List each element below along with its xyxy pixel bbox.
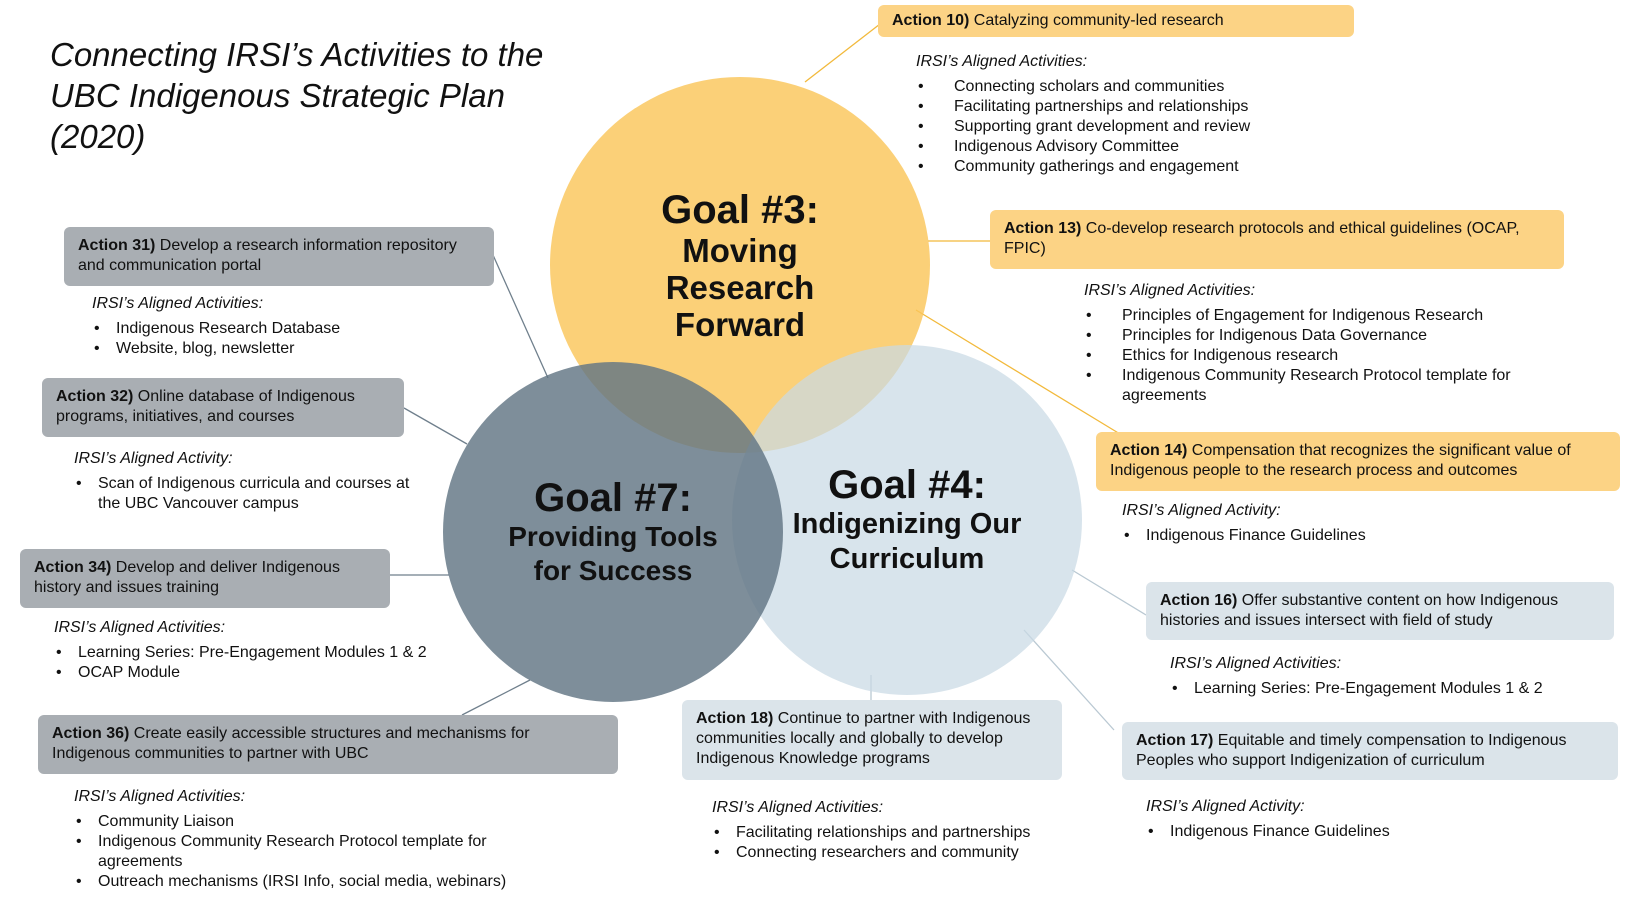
connector-action-31 xyxy=(492,254,549,379)
list-item: Connecting researchers and community xyxy=(712,843,1092,863)
action-17-box: Action 17) Equitable and timely compensa… xyxy=(1122,722,1618,780)
list-item: Indigenous Research Database xyxy=(92,319,472,339)
action-34-heading: IRSI’s Aligned Activities: xyxy=(54,619,226,636)
action-32-label: Action 32) xyxy=(56,388,134,405)
action-34-activities: IRSI’s Aligned Activities: Learning Seri… xyxy=(54,618,474,683)
action-14-box: Action 14) Compensation that recognizes … xyxy=(1096,432,1620,491)
action-14-activities: IRSI’s Aligned Activity: Indigenous Fina… xyxy=(1122,501,1542,546)
connector-action-17 xyxy=(1023,629,1115,731)
action-16-activities: IRSI’s Aligned Activities: Learning Seri… xyxy=(1170,654,1610,699)
action-36-box: Action 36) Create easily accessible stru… xyxy=(38,715,618,774)
action-18-activities: IRSI’s Aligned Activities: Facilitating … xyxy=(712,798,1092,863)
list-item: Indigenous Community Research Protocol t… xyxy=(74,832,544,872)
action-31-label: Action 31) xyxy=(78,237,156,254)
action-32-heading: IRSI’s Aligned Activity: xyxy=(74,450,233,467)
connector-action-10 xyxy=(804,23,881,83)
goal-7-circle: Goal #7: Providing Tools for Success xyxy=(443,362,783,702)
action-31-heading: IRSI’s Aligned Activities: xyxy=(92,295,264,312)
action-16-box: Action 16) Offer substantive content on … xyxy=(1146,582,1614,640)
action-13-activities: IRSI’s Aligned Activities: Principles of… xyxy=(1084,281,1564,406)
action-10-box: Action 10) Catalyzing community-led rese… xyxy=(878,5,1354,37)
action-17-text: Equitable and timely compensation to Ind… xyxy=(1136,732,1567,769)
action-10-heading: IRSI’s Aligned Activities: xyxy=(916,53,1088,70)
goal-7-name: Providing Tools for Success xyxy=(508,521,718,586)
goal-3-name: Moving Research Forward xyxy=(665,231,815,343)
goal-7-number: Goal #7: xyxy=(534,476,692,520)
action-13-text: Co-develop research protocols and ethica… xyxy=(1004,220,1520,257)
list-item: Indigenous Finance Guidelines xyxy=(1146,822,1566,842)
diagram-title: Connecting IRSI’s Activities to the UBC … xyxy=(50,36,544,155)
connector-action-36 xyxy=(461,679,531,716)
action-10-label: Action 10) xyxy=(892,12,970,29)
action-32-activities: IRSI’s Aligned Activity: Scan of Indigen… xyxy=(74,449,434,514)
list-item: Connecting scholars and communities xyxy=(916,77,1336,97)
action-32-text: Online database of Indigenous programs, … xyxy=(56,388,355,425)
list-item: Community Liaison xyxy=(74,812,544,832)
list-item: Scan of Indigenous curricula and courses… xyxy=(74,474,434,514)
action-36-text: Create easily accessible structures and … xyxy=(52,725,530,762)
list-item: Indigenous Finance Guidelines xyxy=(1122,526,1542,546)
action-36-heading: IRSI’s Aligned Activities: xyxy=(74,788,246,805)
action-18-text: Continue to partner with Indigenous comm… xyxy=(696,710,1031,767)
action-18-heading: IRSI’s Aligned Activities: xyxy=(712,799,884,816)
list-item: Ethics for Indigenous research xyxy=(1084,346,1564,366)
action-14-heading: IRSI’s Aligned Activity: xyxy=(1122,502,1281,519)
action-17-activities: IRSI’s Aligned Activity: Indigenous Fina… xyxy=(1146,797,1566,842)
list-item: Indigenous Community Research Protocol t… xyxy=(1084,366,1564,406)
list-item: Supporting grant development and review xyxy=(916,117,1336,137)
action-18-box: Action 18) Continue to partner with Indi… xyxy=(682,700,1062,780)
list-item: Principles of Engagement for Indigenous … xyxy=(1084,306,1564,326)
connector-action-14 xyxy=(915,309,1121,435)
goal-4-number: Goal #4: xyxy=(828,463,986,507)
action-13-box: Action 13) Co-develop research protocols… xyxy=(990,210,1564,269)
action-31-activities: IRSI’s Aligned Activities: Indigenous Re… xyxy=(92,294,472,359)
action-34-text: Develop and deliver Indigenous history a… xyxy=(34,559,340,596)
action-14-label: Action 14) xyxy=(1110,442,1188,459)
action-16-heading: IRSI’s Aligned Activities: xyxy=(1170,655,1342,672)
list-item: Facilitating partnerships and relationsh… xyxy=(916,97,1336,117)
action-14-text: Compensation that recognizes the signifi… xyxy=(1110,442,1571,479)
action-31-text: Develop a research information repositor… xyxy=(78,237,457,274)
list-item: Learning Series: Pre-Engagement Modules … xyxy=(1170,679,1610,699)
action-17-heading: IRSI’s Aligned Activity: xyxy=(1146,798,1305,815)
action-34-label: Action 34) xyxy=(34,559,112,576)
connector-action-16 xyxy=(1071,569,1147,616)
action-16-label: Action 16) xyxy=(1160,592,1238,609)
action-36-label: Action 36) xyxy=(52,725,130,742)
list-item: Outreach mechanisms (IRSI Info, social m… xyxy=(74,872,544,892)
goal-4-name: Indigenizing Our Curriculum xyxy=(792,508,1022,575)
list-item: Website, blog, newsletter xyxy=(92,339,472,359)
action-17-label: Action 17) xyxy=(1136,732,1214,749)
list-item: Principles for Indigenous Data Governanc… xyxy=(1084,326,1564,346)
connector-action-32 xyxy=(403,407,468,445)
action-32-box: Action 32) Online database of Indigenous… xyxy=(42,378,404,437)
action-16-text: Offer substantive content on how Indigen… xyxy=(1160,592,1559,629)
action-18-label: Action 18) xyxy=(696,710,774,727)
list-item: Facilitating relationships and partnersh… xyxy=(712,823,1092,843)
list-item: Community gatherings and engagement xyxy=(916,157,1336,177)
action-10-text: Catalyzing community-led research xyxy=(973,12,1224,29)
action-34-box: Action 34) Develop and deliver Indigenou… xyxy=(20,549,390,608)
list-item: Indigenous Advisory Committee xyxy=(916,137,1336,157)
action-31-box: Action 31) Develop a research informatio… xyxy=(64,227,494,286)
action-13-label: Action 13) xyxy=(1004,220,1082,237)
action-36-activities: IRSI’s Aligned Activities: Community Lia… xyxy=(74,787,544,892)
list-item: Learning Series: Pre-Engagement Modules … xyxy=(54,643,474,663)
action-10-activities: IRSI’s Aligned Activities: Connecting sc… xyxy=(916,52,1336,177)
action-13-heading: IRSI’s Aligned Activities: xyxy=(1084,282,1256,299)
list-item: OCAP Module xyxy=(54,663,474,683)
goal-3-number: Goal #3: xyxy=(661,187,819,232)
goal-4-circle: Goal #4: Indigenizing Our Curriculum xyxy=(732,345,1082,695)
